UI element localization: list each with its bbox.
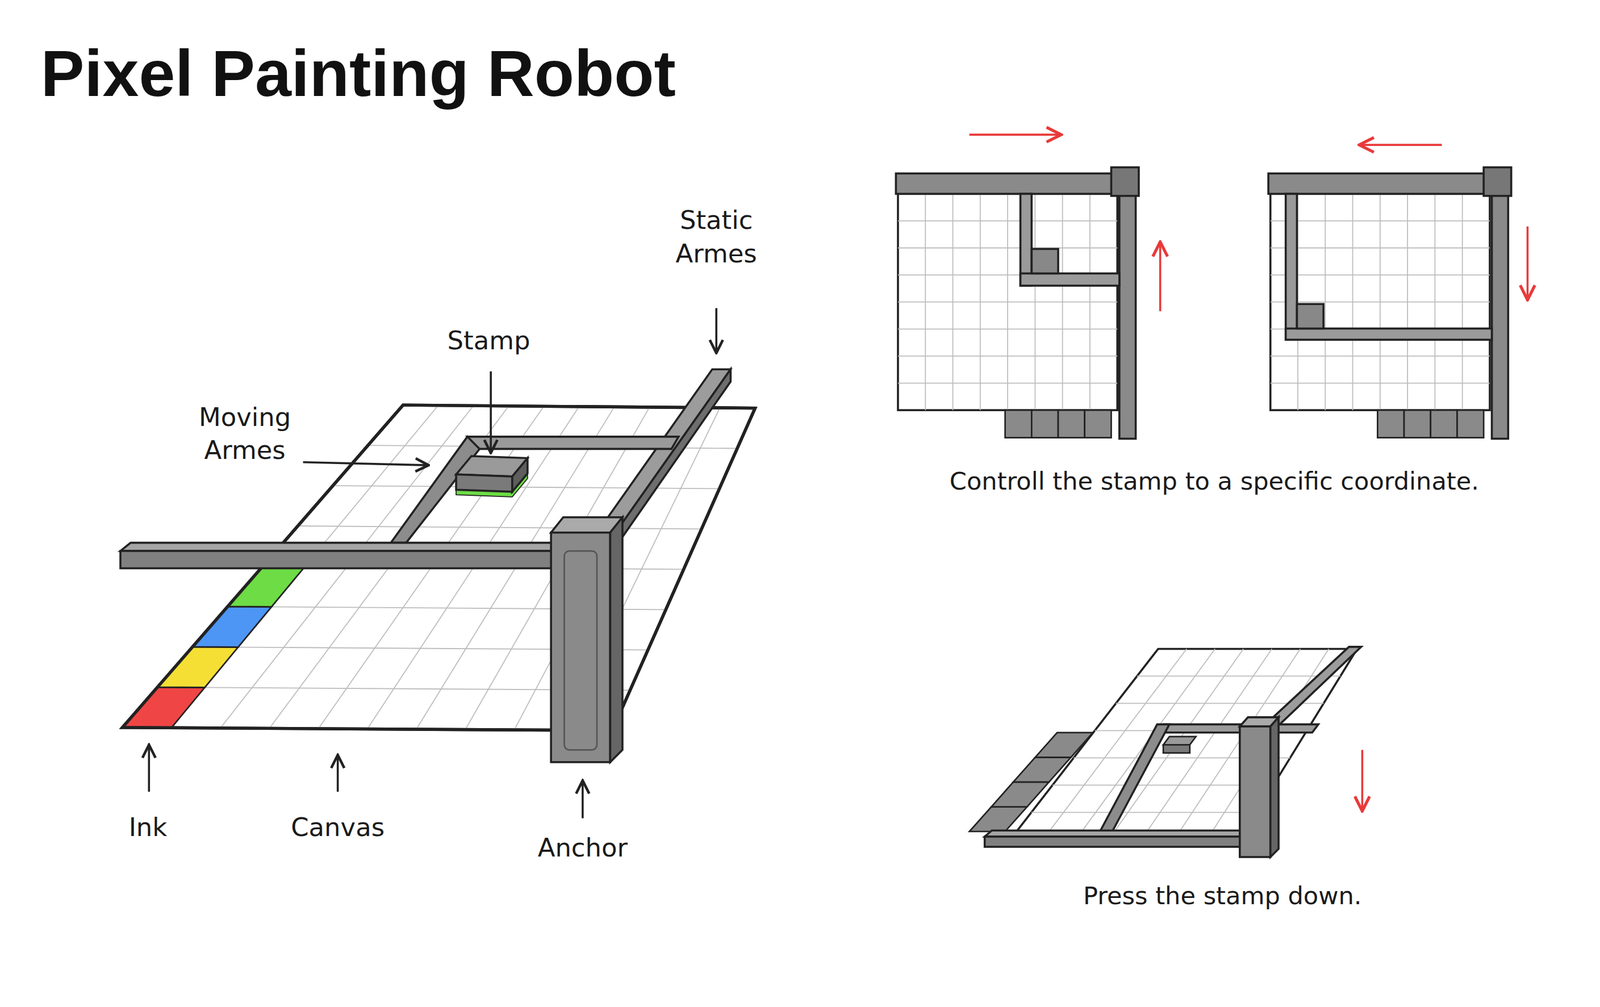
motion-arrow [1159, 241, 1162, 312]
anchor-groove [564, 550, 597, 750]
anchor [1110, 167, 1139, 196]
grid-line [897, 382, 1118, 384]
leader-arrow [336, 754, 340, 792]
part-label: Static Armes [659, 203, 773, 271]
ink-cell [122, 687, 206, 728]
grid-line [1270, 274, 1490, 276]
grid-line [332, 485, 720, 489]
ink-cell [227, 566, 306, 607]
grid-line [1075, 648, 1215, 840]
leader-arrow [303, 462, 429, 466]
canvas-grid [1031, 648, 1341, 840]
canvas-top-view [897, 193, 1118, 411]
moving-arm [1020, 273, 1120, 286]
canvas-top-view [1270, 193, 1490, 411]
stamp [1296, 303, 1324, 329]
static-arm [1492, 193, 1509, 439]
ink-slot [1430, 410, 1458, 438]
static-arm [895, 173, 1121, 194]
part-label: Canvas [266, 811, 410, 845]
moving-arm [1020, 193, 1033, 286]
grid-line [897, 328, 1118, 330]
ink-slots [1377, 410, 1484, 438]
ink-slots [1005, 410, 1112, 438]
grid-line [1108, 648, 1244, 840]
part-label: Moving Armes [188, 400, 302, 468]
grid-line [897, 247, 1118, 249]
ink-slot [1377, 410, 1405, 438]
static-arm-side [618, 369, 731, 543]
canvas-sheet [1010, 648, 1358, 840]
motion-arrow [1526, 226, 1530, 300]
grid-line [897, 355, 1118, 357]
moving-arm [1285, 328, 1493, 340]
part-label: Stamp [422, 324, 556, 358]
grid-line [1137, 675, 1341, 678]
step-caption: Controll the stamp to a specific coordin… [867, 465, 1562, 497]
stamp [1031, 248, 1059, 274]
anchor-side [1270, 717, 1279, 858]
grid-line [1270, 301, 1490, 303]
moving-arm-top [467, 436, 679, 450]
ink-slot [1035, 732, 1094, 758]
ink-cells [122, 566, 306, 728]
ink-slots [969, 732, 1093, 832]
grid-line [897, 301, 1118, 303]
moving-arm-left [1100, 724, 1170, 832]
ink-slot [1456, 410, 1484, 438]
ink-cell [192, 606, 272, 647]
grid-line [1270, 382, 1490, 384]
motion-arrow [969, 133, 1062, 136]
static-arm [1119, 193, 1136, 439]
grid-line [1031, 812, 1257, 814]
grid-line [1270, 220, 1490, 222]
leader-arrow [148, 744, 151, 792]
stamp-top [1163, 736, 1196, 745]
moving-arm [1285, 193, 1298, 340]
part-label: Anchor [511, 831, 655, 865]
canvas-grid [1270, 193, 1490, 411]
static-arm-top [1263, 646, 1361, 727]
stamp-front [456, 474, 513, 492]
moving-arm-top [1156, 724, 1319, 733]
stamp-front [1163, 744, 1190, 753]
stamp-side [512, 458, 528, 492]
anchor [1483, 167, 1512, 196]
grid-line [1270, 247, 1490, 249]
motion-arrow [1361, 749, 1364, 812]
part-label: Ink [102, 811, 195, 845]
grid-line [297, 525, 702, 529]
ink-slot [991, 782, 1050, 808]
static-arm-front [984, 836, 1244, 847]
canvas-grid [897, 193, 1118, 411]
anchor-front [1239, 726, 1271, 858]
ink-slot [1404, 410, 1431, 438]
page-title: Pixel Painting Robot [40, 34, 676, 114]
leader-arrow [581, 780, 584, 818]
ink-slot [969, 807, 1028, 832]
motion-arrow [1359, 143, 1443, 146]
anchor-front [550, 532, 611, 763]
leader-arrow [489, 371, 492, 454]
grid-line [1174, 648, 1301, 840]
ink-slot [1005, 410, 1033, 438]
anchor-side [610, 517, 623, 763]
ink-slot [1058, 410, 1085, 438]
grid-line [897, 220, 1118, 222]
ink-cell [157, 646, 238, 688]
leader-arrow [715, 307, 718, 353]
static-arm-front [120, 550, 560, 569]
ink-slot [1031, 410, 1059, 438]
step-caption: Press the stamp down. [1008, 879, 1437, 912]
ink-slot [1084, 410, 1112, 438]
ink-slot [1013, 757, 1072, 782]
static-arm [1268, 173, 1493, 194]
static-arm-front-top [120, 542, 560, 551]
grid-line [1270, 355, 1490, 357]
